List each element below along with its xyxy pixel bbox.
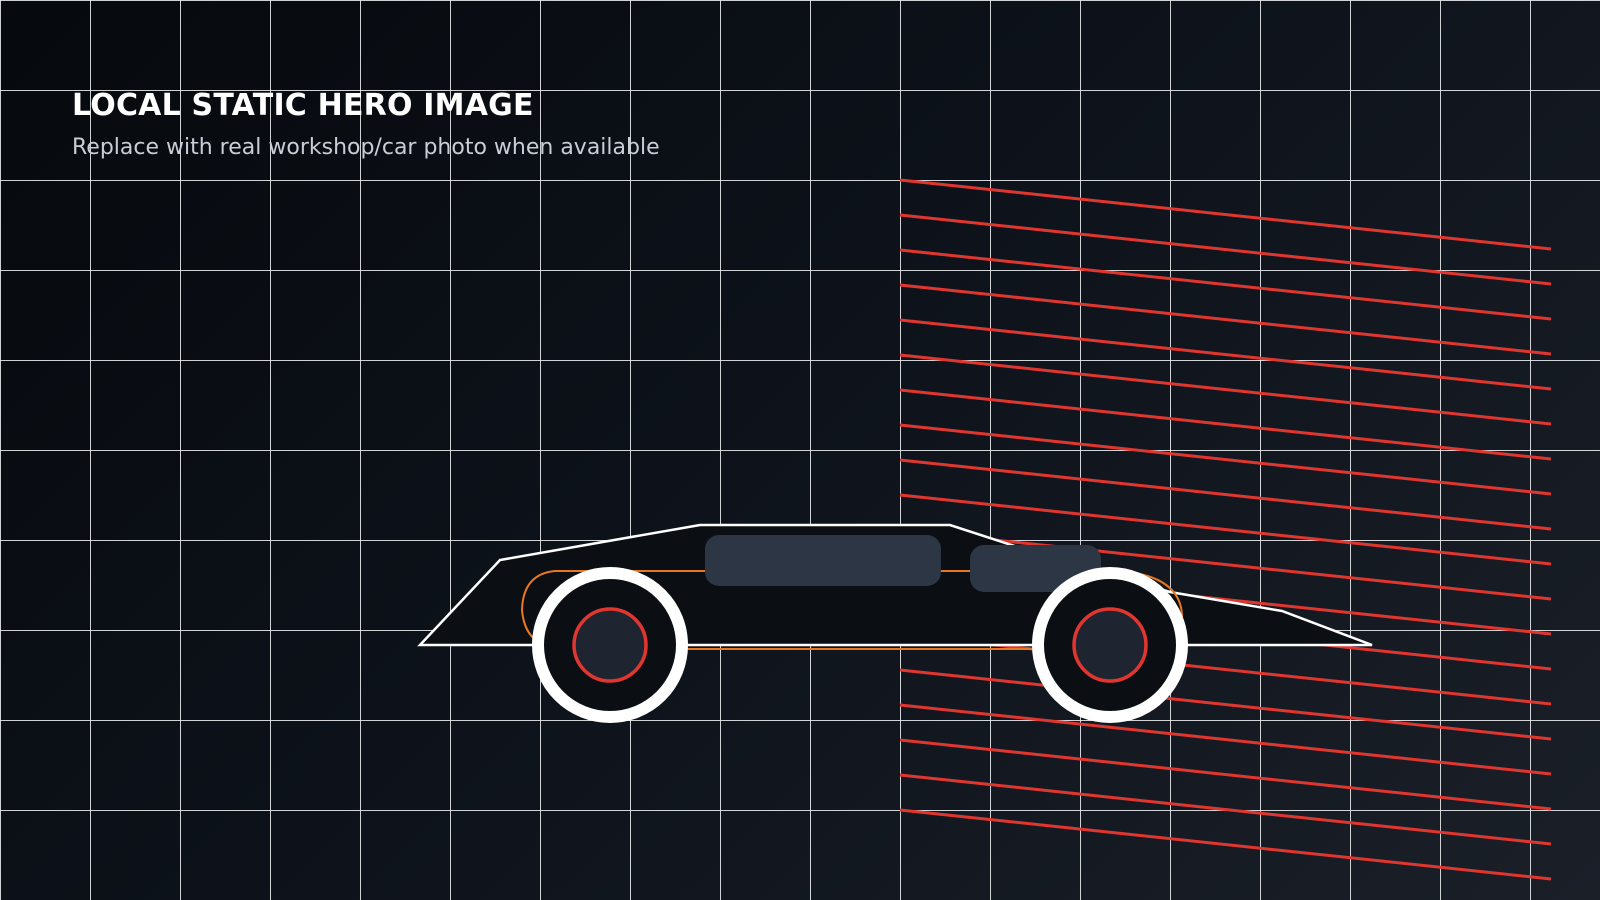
- speed-line: [899, 633, 1552, 706]
- speed-line: [899, 528, 1552, 601]
- speed-line: [899, 668, 1552, 741]
- race-car-icon: [417, 523, 1373, 723]
- speed-line: [899, 458, 1552, 531]
- hero-title: LOCAL STATIC HERO IMAGE: [72, 88, 534, 123]
- car-window-front: [705, 535, 941, 586]
- speed-line: [899, 353, 1552, 426]
- speed-line: [899, 703, 1552, 776]
- speed-line: [899, 388, 1552, 461]
- speed-line: [899, 493, 1552, 566]
- rear-wheel-icon: [1032, 567, 1188, 723]
- hero-subtitle: Replace with real workshop/car photo whe…: [72, 135, 660, 160]
- speed-line: [899, 283, 1552, 356]
- speed-line: [899, 318, 1552, 391]
- front-wheel-icon: [532, 567, 688, 723]
- speed-line: [899, 248, 1552, 321]
- speed-lines: [899, 178, 1552, 881]
- speed-line: [899, 773, 1552, 846]
- speed-line: [899, 423, 1552, 496]
- speed-line: [899, 808, 1552, 881]
- speed-line: [899, 178, 1552, 251]
- speed-line: [899, 213, 1552, 286]
- speed-line: [899, 738, 1552, 811]
